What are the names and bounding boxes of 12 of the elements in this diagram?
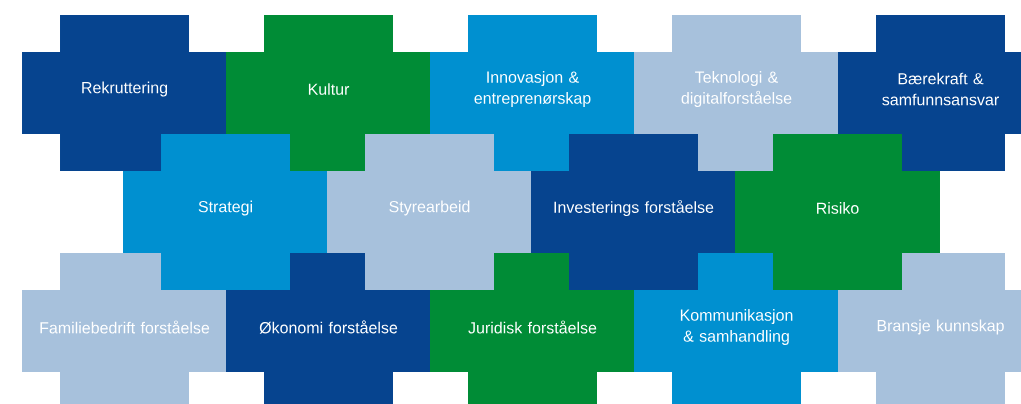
cross-tile: Familiebedrift forståelse bbox=[22, 253, 227, 404]
cross-tile: Kultur bbox=[226, 15, 431, 171]
cross-tile: Styrearbeid bbox=[327, 134, 532, 290]
cross-tile: Økonomi forståelse bbox=[226, 253, 431, 404]
cross-tile: Investerings forståelse bbox=[531, 134, 736, 290]
cross-tile: Risiko bbox=[735, 134, 940, 290]
cross-tile: Bransje kunnskap bbox=[838, 253, 1021, 404]
cross-tile: Strategi bbox=[123, 134, 328, 290]
cross-tile: Rekruttering bbox=[22, 15, 227, 171]
cross-tile: Juridisk forståelse bbox=[430, 253, 635, 404]
cross-tile: Bærekraft & samfunnsansvar bbox=[838, 15, 1021, 171]
cross-tile: Kommunikasjon & samhandling bbox=[634, 253, 839, 404]
